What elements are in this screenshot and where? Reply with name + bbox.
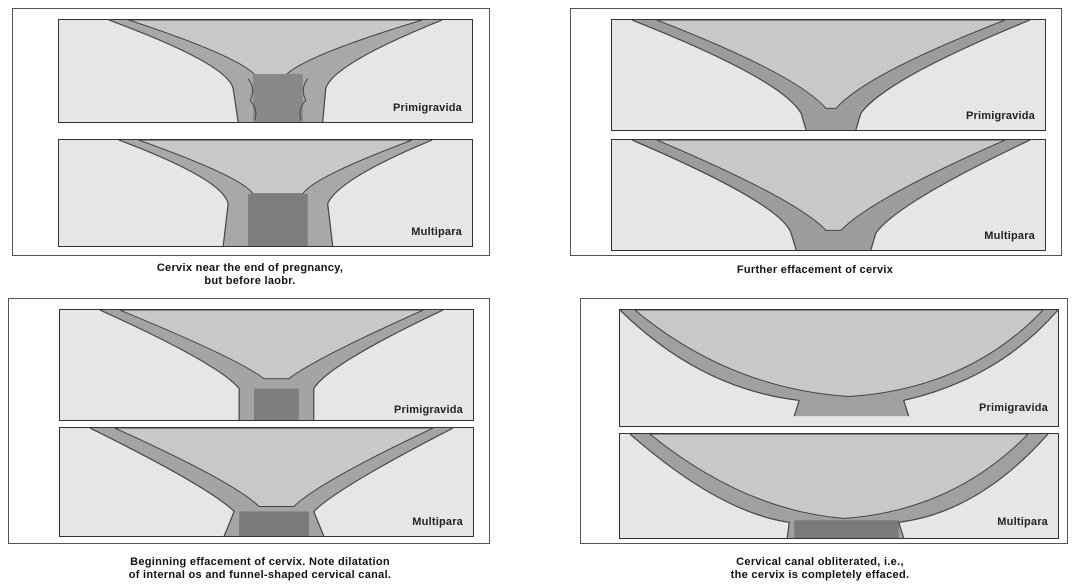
- caption-line: Beginning effacement of cervix. Note dil…: [40, 556, 480, 569]
- slide-multipara: Multipara: [59, 427, 474, 537]
- cervix-illustration: [612, 140, 1045, 250]
- label-multipara: Multipara: [984, 230, 1035, 242]
- slide-multipara: Multipara: [58, 139, 473, 247]
- slide-multipara: Multipara: [619, 433, 1059, 539]
- label-multipara: Multipara: [997, 516, 1048, 528]
- slide-primigravida: Primigravida: [611, 19, 1046, 131]
- slide-primigravida: Primigravida: [58, 19, 473, 123]
- caption-line: Cervix near the end of pregnancy,: [40, 262, 460, 275]
- caption-line: Further effacement of cervix: [600, 264, 1030, 277]
- cervix-illustration: [59, 140, 472, 246]
- caption-panel-3: Beginning effacement of cervix. Note dil…: [40, 556, 480, 582]
- label-primigravida: Primigravida: [966, 110, 1035, 122]
- caption-line: of internal os and funnel-shaped cervica…: [40, 569, 480, 582]
- panel-completely-effaced: Primigravida Multipara: [580, 298, 1068, 544]
- caption-line: but before laobr.: [40, 275, 460, 288]
- panel-near-end-of-pregnancy: Primigravida Multipara: [12, 8, 490, 256]
- cervix-illustration: [60, 428, 473, 536]
- slide-multipara: Multipara: [611, 139, 1046, 251]
- panel-further-effacement: Primigravida Multipara: [570, 8, 1062, 256]
- panel-beginning-effacement: Primigravida Multipara: [8, 298, 490, 544]
- slide-primigravida: Primigravida: [619, 309, 1059, 427]
- label-multipara: Multipara: [411, 226, 462, 238]
- label-primigravida: Primigravida: [394, 404, 463, 416]
- caption-panel-1: Cervix near the end of pregnancy, but be…: [40, 262, 460, 288]
- label-primigravida: Primigravida: [979, 402, 1048, 414]
- label-multipara: Multipara: [412, 516, 463, 528]
- caption-line: Cervical canal obliterated, i.e.,: [600, 556, 1040, 569]
- label-primigravida: Primigravida: [393, 102, 462, 114]
- caption-panel-2: Further effacement of cervix: [600, 264, 1030, 277]
- cervix-illustration: [620, 434, 1058, 538]
- caption-panel-4: Cervical canal obliterated, i.e., the ce…: [600, 556, 1040, 582]
- caption-line: the cervix is completely effaced.: [600, 569, 1040, 582]
- slide-primigravida: Primigravida: [59, 309, 474, 421]
